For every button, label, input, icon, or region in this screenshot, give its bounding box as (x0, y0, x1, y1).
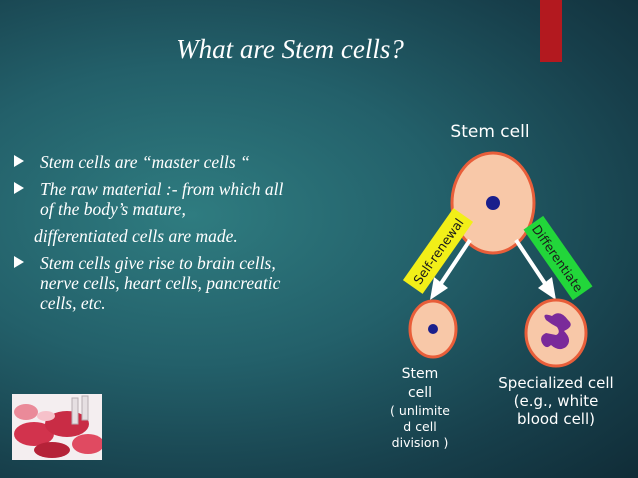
bullet-item: Stem cells are “master cells “ (14, 152, 354, 172)
stem-cell-nucleus (486, 196, 500, 210)
stem-caption-line: division ) (391, 435, 449, 450)
bullet-text-line: nerve cells, heart cells, pancreatic (40, 273, 281, 293)
bullet-text-line: cells, etc. (40, 293, 106, 313)
bullet-item: Stem cells give rise to brain cells, ner… (14, 253, 354, 313)
bullet-arrow-icon (14, 256, 24, 268)
differentiate-label: Differentiate (529, 222, 586, 295)
specialized-caption-line: Specialized cell (498, 374, 614, 392)
differentiate-arrow-icon (514, 238, 556, 300)
self-renewal-label: Self-renewal (410, 216, 466, 288)
bullet-item: The raw material :- from which all of th… (14, 179, 354, 219)
specialized-cell-caption: Specialized cell (e.g., white blood cell… (488, 374, 624, 428)
stem-caption-line: ( unlimite (390, 403, 450, 418)
bullet-text-line: of the body’s mature, (40, 199, 186, 219)
bullet-text-line: Stem cells give rise to brain cells, (40, 253, 276, 273)
lab-photo-thumbnail (12, 394, 102, 460)
accent-bar (540, 0, 562, 62)
stem-cell-daughter-nucleus (428, 324, 438, 334)
specialized-cell (524, 298, 588, 368)
stem-cell-caption: Stem cell ( unlimite d cell division ) (390, 365, 450, 451)
bullet-list: Stem cells are “master cells “ The raw m… (14, 152, 354, 320)
specialized-caption-line: blood cell) (517, 410, 595, 428)
specialized-cell-nucleus (541, 313, 571, 350)
stem-caption-line: d cell (403, 419, 437, 434)
stem-cell-top-label: Stem cell (450, 122, 530, 142)
bullet-continuation: differentiated cells are made. (34, 226, 238, 246)
bullet-text: Stem cells are “master cells “ (40, 152, 250, 172)
bullet-arrow-icon (14, 182, 24, 194)
self-renewal-arrow-icon (430, 238, 472, 300)
specialized-caption-line: (e.g., white (513, 392, 599, 410)
lab-photo-image (12, 394, 102, 460)
differentiate-label-box: Differentiate (523, 215, 593, 301)
bullet-arrow-icon (14, 155, 24, 167)
slide-title: What are Stem cells? (176, 34, 404, 64)
bullet-text-line: The raw material :- from which all (40, 179, 284, 199)
stem-caption-line: cell (407, 385, 433, 401)
stem-caption-line: Stem (401, 366, 439, 382)
